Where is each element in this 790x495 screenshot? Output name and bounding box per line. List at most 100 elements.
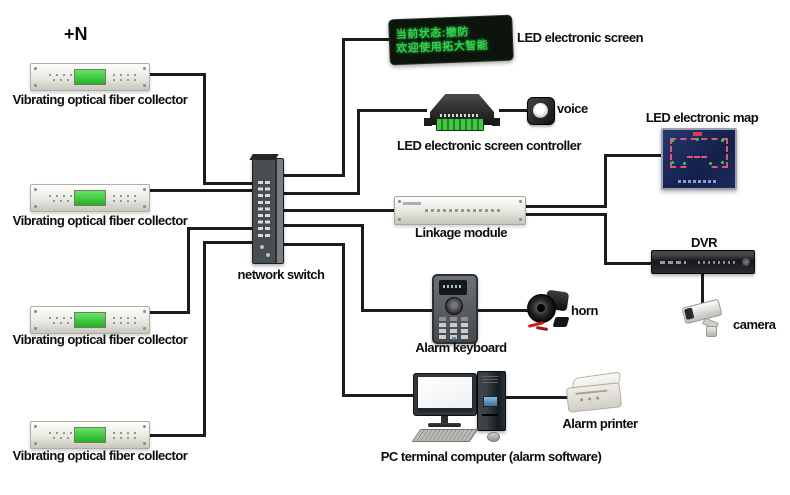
led-dots: [53, 437, 81, 439]
map-caption-row: [678, 180, 718, 183]
wire-voice-h: [499, 109, 529, 112]
wire-keyboard-h2: [361, 309, 434, 312]
monitor-base: [428, 423, 461, 427]
printer-label: Alarm printer: [562, 416, 638, 431]
network-switch-label: network switch: [237, 267, 325, 282]
alarm-printer-device: [564, 371, 626, 414]
tower-lcd-panel: [483, 396, 498, 407]
camera-device: [676, 296, 732, 340]
keyboard-indicator: [452, 337, 456, 340]
wire-collector1-v: [203, 73, 206, 185]
alarm-keyboard-device: [432, 274, 478, 344]
led-screen-controller-device: [424, 92, 502, 134]
fiber-collector-2-device: [30, 184, 150, 212]
led-dots: [113, 317, 137, 319]
controller-terminal-block: [436, 118, 484, 131]
led-electronic-map-device: [661, 128, 737, 190]
linkage-port-row: [425, 209, 503, 212]
screw-dots: [34, 67, 37, 70]
speaker-cone: [533, 103, 548, 118]
collector-2-label: Vibrating optical fiber collector: [12, 213, 188, 228]
switch-uplink-port: [266, 253, 270, 257]
wire-collector3-v: [187, 227, 190, 314]
switch-top-cap: [249, 154, 279, 160]
wire-collector4-h1: [203, 241, 258, 244]
horn-bracket: [552, 317, 570, 327]
collector-display: [74, 69, 106, 85]
linkage-label: Linkage module: [415, 225, 507, 240]
wire-horn-h: [472, 309, 530, 312]
led-dots: [49, 432, 81, 434]
printer-paper-slot: [575, 389, 608, 395]
map-green-leds: [671, 139, 674, 142]
pc-tower: [477, 371, 506, 431]
wire-camera-v: [701, 272, 704, 303]
voice-label: voice: [557, 101, 588, 116]
wire-map-v: [604, 154, 607, 208]
screw-dots: [398, 200, 401, 203]
switch-ports: [258, 181, 263, 237]
tower-drive-slot: [482, 414, 498, 416]
fiber-collector-1-device: [30, 63, 150, 91]
led-dots: [113, 74, 137, 76]
camera-label: camera: [733, 317, 776, 332]
map-route-notch: [687, 156, 707, 168]
wire-dvr-h2: [604, 262, 654, 265]
wire-collector1-h1: [148, 73, 206, 76]
led-dots: [113, 437, 137, 439]
wire-map-h1: [521, 205, 607, 208]
horn-bell: [527, 294, 556, 323]
wire-dvr-h1: [521, 213, 607, 216]
horn-red-wire: [535, 325, 549, 332]
controller-mount-ear: [492, 118, 500, 126]
led-dots: [49, 74, 81, 76]
dvr-device: [651, 250, 755, 274]
map-marker: [693, 132, 702, 136]
wire-keyboard-v: [361, 224, 364, 312]
led-screen-text-line2: 欢迎使用拓大智能: [396, 39, 489, 56]
wire-printer-h: [503, 396, 569, 399]
wire-ledscreen-h1: [280, 174, 345, 177]
screw-dots: [34, 188, 37, 191]
monitor-screen: [418, 377, 472, 408]
collector-display: [74, 190, 106, 206]
led-dots: [53, 200, 81, 202]
dvr-label: DVR: [691, 235, 717, 250]
controller-label: LED electronic screen controller: [396, 138, 582, 153]
wire-ledscreen-v: [342, 38, 345, 177]
voice-speaker-device: [527, 97, 555, 125]
wire-collector3-h1: [187, 227, 258, 230]
collector-display: [74, 427, 106, 443]
led-dots: [113, 200, 137, 202]
pc-monitor: [413, 373, 479, 429]
dvr-logo-marks: [660, 261, 686, 264]
monitor-stand: [441, 416, 448, 423]
wire-collector2-h: [148, 189, 258, 192]
wire-collector4-v: [203, 241, 206, 437]
controller-mount-ear: [424, 118, 432, 126]
wire-collector4-h2: [148, 434, 206, 437]
wire-controller-h1: [280, 192, 360, 195]
fiber-collector-4-device: [30, 421, 150, 449]
led-dots: [49, 195, 81, 197]
led-dots: [113, 195, 137, 197]
wire-map-h2: [604, 154, 664, 157]
keyboard-display-chars: [443, 285, 462, 288]
wire-controller-h2: [357, 109, 427, 112]
printer-front: [565, 382, 623, 413]
camera-body: [681, 298, 723, 325]
screw-dots: [34, 425, 37, 428]
keyboard-label: Alarm keyboard: [415, 340, 507, 355]
pc-mouse: [487, 432, 500, 442]
fiber-collector-3-device: [30, 306, 150, 334]
led-dots: [113, 322, 137, 324]
wire-ledscreen-h2: [342, 38, 393, 41]
horn-label: horn: [571, 303, 598, 318]
tower-vents: [482, 376, 498, 385]
printer-buttons: [580, 398, 584, 402]
camera-bracket-base: [706, 326, 717, 337]
led-screen-label: LED electronic screen: [517, 30, 644, 45]
wire-collector1-h2: [203, 182, 258, 185]
keyboard-keys: [439, 317, 446, 321]
collector-3-label: Vibrating optical fiber collector: [12, 332, 188, 347]
